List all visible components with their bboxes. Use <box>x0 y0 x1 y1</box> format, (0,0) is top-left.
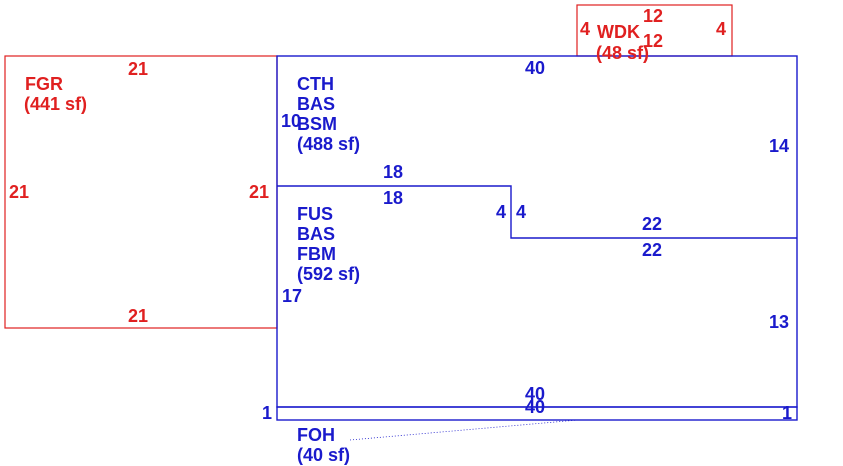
cth-area: (488 sf) <box>297 134 360 154</box>
foh-area: (40 sf) <box>297 445 350 465</box>
fus-dim-left: 17 <box>282 286 302 306</box>
cth-fus-divider <box>277 185 797 239</box>
fgr-dim-left: 21 <box>9 182 29 202</box>
wdk-dim-left: 4 <box>580 19 590 39</box>
wdk-code: WDK <box>597 22 640 42</box>
fus-code-2: BAS <box>297 224 335 244</box>
fus-dim-step-left: 4 <box>496 202 506 222</box>
fgr-dim-top: 21 <box>128 59 148 79</box>
fgr-dim-bottom: 21 <box>128 306 148 326</box>
fus-dim-mid-bottom: 22 <box>642 240 662 260</box>
cth-code-2: BAS <box>297 94 335 114</box>
cth-code-3: BSM <box>297 114 337 134</box>
fus-dim-mid-top: 22 <box>642 214 662 234</box>
cth-dim-top: 40 <box>525 58 545 78</box>
foh-dim-left: 1 <box>262 403 272 423</box>
foh-code: FOH <box>297 425 335 445</box>
cth-code-1: CTH <box>297 74 334 94</box>
foh-outline <box>276 406 798 421</box>
fgr-dim-right: 21 <box>249 182 269 202</box>
wdk-dim-bottom: 12 <box>643 31 663 51</box>
fgr-area: (441 sf) <box>24 94 87 114</box>
foh-dim-right: 1 <box>782 403 792 423</box>
fus-dim-step-top: 18 <box>383 162 403 182</box>
fus-dim-step-bottom: 18 <box>383 188 403 208</box>
fgr-code: FGR <box>25 74 63 94</box>
fus-area: (592 sf) <box>297 264 360 284</box>
fus-code-3: FBM <box>297 244 336 264</box>
foh-dim-bottom: 40 <box>525 397 545 417</box>
cth-dim-right: 14 <box>769 136 789 156</box>
cth-dim-left: 10 <box>281 111 301 131</box>
house-outline <box>276 55 798 408</box>
fus-code-1: FUS <box>297 204 333 224</box>
foh-leader-line <box>349 419 579 441</box>
wdk-dim-right: 4 <box>716 19 726 39</box>
foh-dim-top: 40 <box>525 384 545 404</box>
wdk-dim-top: 12 <box>643 6 663 26</box>
fus-dim-right: 13 <box>769 312 789 332</box>
wdk-area: (48 sf) <box>596 43 649 63</box>
fus-dim-step-right: 4 <box>516 202 526 222</box>
